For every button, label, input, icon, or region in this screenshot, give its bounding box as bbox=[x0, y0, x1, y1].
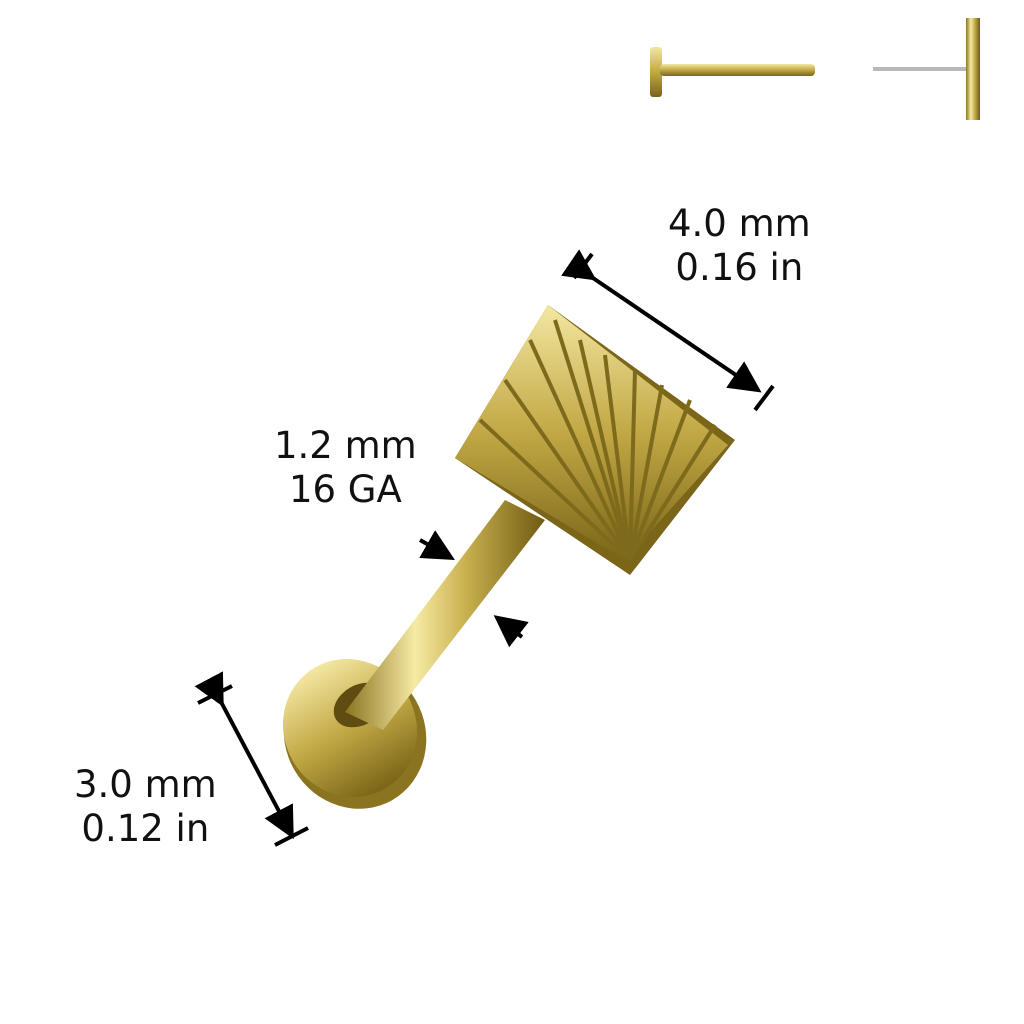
pin-view-thumbnail bbox=[873, 18, 980, 120]
width-label: 4.0 mm 0.16 in bbox=[668, 202, 811, 290]
gauge-label: 1.2 mm 16 GA bbox=[274, 424, 417, 512]
disc-mm-text: 3.0 mm bbox=[74, 763, 217, 806]
post-shaft bbox=[345, 500, 545, 730]
gauge-mm-text: 1.2 mm bbox=[274, 424, 417, 467]
side-view-thumbnail bbox=[650, 47, 815, 97]
width-dimension-arrow bbox=[561, 249, 775, 412]
gauge-ga-text: 16 GA bbox=[288, 468, 402, 511]
fan-top bbox=[455, 305, 735, 575]
disc-label: 3.0 mm 0.12 in bbox=[74, 763, 217, 851]
disc-dimension-arrow bbox=[194, 671, 309, 847]
gauge-arrows bbox=[419, 530, 529, 648]
disc-in-text: 0.12 in bbox=[81, 807, 210, 850]
width-in-text: 0.16 in bbox=[675, 246, 804, 289]
width-mm-text: 4.0 mm bbox=[668, 202, 811, 245]
